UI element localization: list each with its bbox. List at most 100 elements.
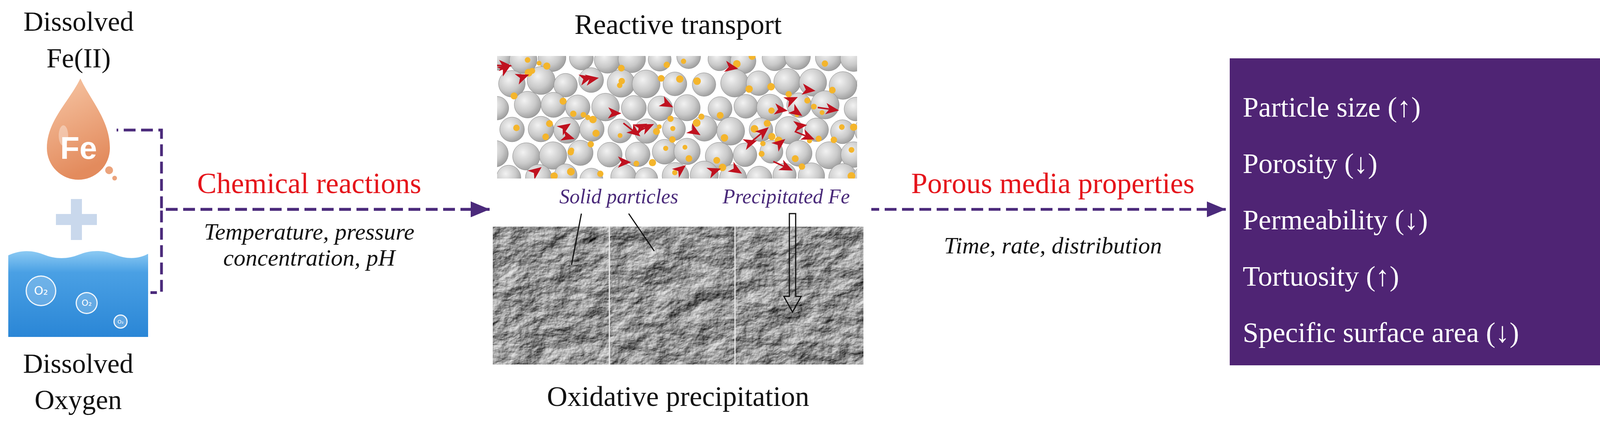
droplet-bubble xyxy=(112,175,117,181)
flow-head xyxy=(723,60,739,75)
iron-precipitate xyxy=(804,97,811,104)
iron-precipitate xyxy=(543,62,551,70)
flow-tail xyxy=(497,64,503,67)
flow-arrow xyxy=(497,59,515,77)
flow-arrow xyxy=(771,134,789,152)
sem-divider xyxy=(608,226,611,365)
iron-precipitate xyxy=(798,163,806,170)
iron-precipitate xyxy=(681,58,687,64)
flow-arrow xyxy=(671,160,690,178)
solid-particle xyxy=(499,116,525,142)
flow-head xyxy=(825,102,840,116)
hollow-arrow xyxy=(783,213,802,312)
flow-head xyxy=(727,161,745,179)
iron-precipitate xyxy=(815,135,822,142)
droplet-outline xyxy=(46,78,110,180)
iron-precipitate xyxy=(720,133,729,142)
flow-tail xyxy=(794,131,806,136)
solid-particle xyxy=(762,55,788,71)
property-item: Porosity (↓) xyxy=(1242,146,1378,181)
droplet-bubble xyxy=(105,166,114,175)
solid-particle xyxy=(786,140,813,167)
iron-precipitate xyxy=(663,61,671,69)
iron-precipitate xyxy=(819,110,825,116)
node-heading: Dissolved Oxygen xyxy=(7,345,150,419)
solid-particle xyxy=(830,119,855,144)
flow-head xyxy=(742,135,759,150)
flow-arrow xyxy=(727,161,745,179)
flow-arrow xyxy=(742,135,759,150)
iron-precipitate xyxy=(580,111,587,118)
droplet-shape xyxy=(42,76,115,184)
iron-precipitate xyxy=(685,155,693,162)
iron-precipitate xyxy=(510,92,518,100)
particle-clip xyxy=(497,55,858,179)
iron-precipitate xyxy=(663,145,669,151)
iron-precipitate xyxy=(758,150,765,157)
flow-arrow xyxy=(497,59,513,72)
solid-particle xyxy=(632,70,661,99)
solid-particle xyxy=(662,162,689,179)
dashed-arrow xyxy=(871,207,1226,211)
solid-particle xyxy=(540,92,567,118)
iron-precipitate xyxy=(850,123,858,131)
property-item: Permeability (↓) xyxy=(1242,202,1428,237)
node-heading: Dissolved Fe(II) xyxy=(7,3,150,77)
sem-image xyxy=(492,226,864,365)
edge-label: Chemical reactions xyxy=(112,168,507,198)
flow-arrow xyxy=(658,96,676,113)
iron-precipitate xyxy=(791,155,799,162)
solid-particle xyxy=(828,163,858,179)
iron-precipitate xyxy=(657,124,662,129)
plus-sign xyxy=(55,198,97,240)
iron-precipitate xyxy=(830,136,838,144)
iron-precipitate xyxy=(618,77,625,85)
solid-particle xyxy=(815,55,842,71)
iron-precipitate xyxy=(698,113,705,120)
flow-head xyxy=(497,59,515,77)
solid-particle xyxy=(784,55,811,70)
water-node: Dissolved OxygenO₂O₂O₂ xyxy=(8,248,149,337)
condition-note: Time, rate, distribution xyxy=(875,232,1231,259)
condition-note: Temperature, pressure concentration, pH xyxy=(171,218,448,271)
solid-particle xyxy=(720,68,749,97)
sem-divider xyxy=(734,226,736,365)
iron-precipitate xyxy=(848,146,854,153)
leader-lines xyxy=(571,213,802,312)
flow-arrow xyxy=(723,60,739,75)
solid-particle xyxy=(692,72,716,97)
flow-tail xyxy=(817,107,830,110)
flow-arrow xyxy=(686,123,704,140)
flow-head xyxy=(771,134,789,152)
panel-caption: Oxidative precipitation xyxy=(492,380,864,413)
oxygen-bubble: O₂ xyxy=(75,291,98,314)
flow-head xyxy=(686,123,704,140)
iron-precipitate xyxy=(745,85,753,93)
solid-particle xyxy=(811,90,840,119)
flow-head xyxy=(527,162,545,179)
flow-arrow xyxy=(560,129,577,145)
solid-particle xyxy=(662,72,687,97)
iron-precipitate xyxy=(693,77,701,85)
flow-head xyxy=(801,83,817,97)
iron-precipitate xyxy=(567,167,576,176)
iron-precipitate xyxy=(617,133,623,138)
iron-precipitate xyxy=(838,124,845,130)
solid-particle xyxy=(528,116,554,142)
iron-precipitate xyxy=(657,74,665,82)
iron-precipitate xyxy=(667,115,674,122)
flow-head xyxy=(671,160,690,178)
iron-precipitate xyxy=(768,107,775,114)
iron-precipitate xyxy=(536,60,542,66)
solid-particle xyxy=(708,96,733,121)
particle-ground xyxy=(497,55,858,179)
flow-head xyxy=(658,96,676,113)
bubble-label: O₂ xyxy=(33,284,49,297)
solid-particle xyxy=(514,91,542,119)
flow-head xyxy=(788,103,806,121)
plus-bar xyxy=(55,213,97,225)
property-box: Particle size (↑)Porosity (↓)Permeabilit… xyxy=(1229,58,1600,366)
iron-precipitate xyxy=(748,55,756,60)
